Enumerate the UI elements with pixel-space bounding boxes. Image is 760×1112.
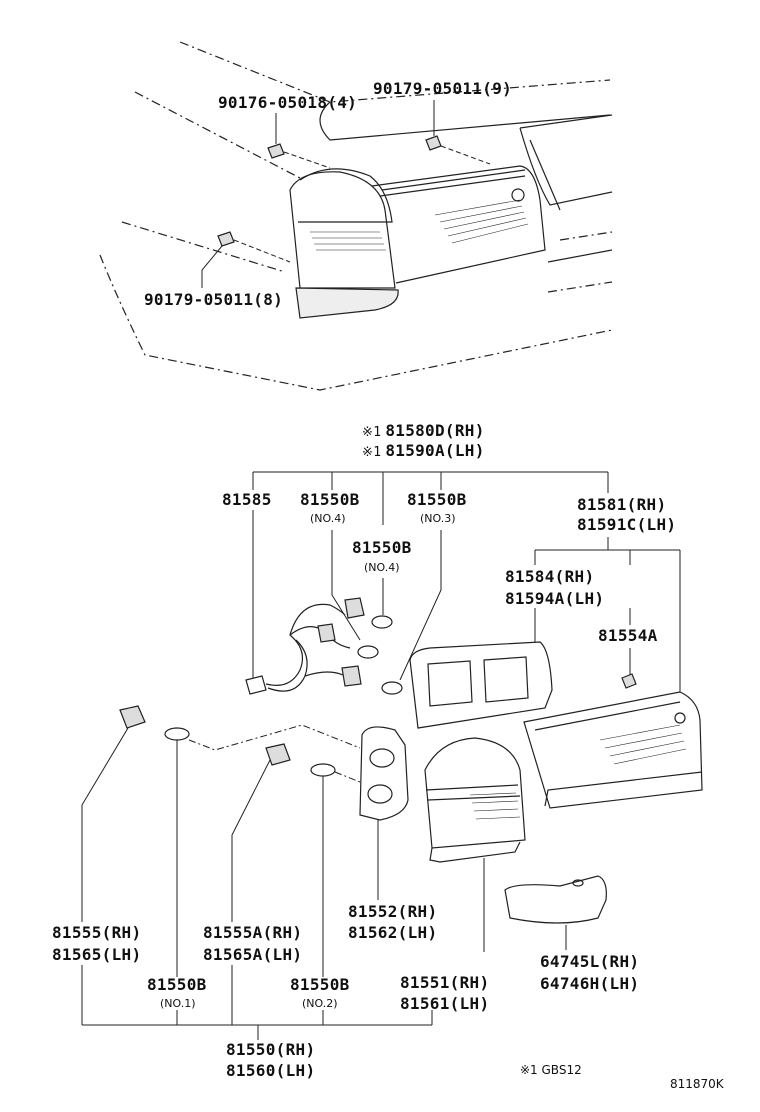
note-mark-1: ※1: [362, 425, 382, 440]
label-81591c: 81591C(LH): [577, 515, 677, 534]
label-81551: 81551(RH): [400, 973, 490, 992]
label-no2: (NO.2): [302, 997, 338, 1010]
label-no4-a: (NO.4): [310, 512, 346, 525]
label-90179-05011-9: 90179-05011(9): [373, 79, 513, 98]
wire-harness-81585: [245, 597, 403, 695]
label-81550b-no4-b: 81550B: [352, 538, 412, 557]
label-81550b-no2: 81550B: [290, 975, 350, 994]
label-81565: 81565(LH): [52, 945, 142, 964]
label-81590a-text: 81590A(LH): [385, 441, 485, 460]
label-81550b-no3: 81550B: [407, 490, 467, 509]
garnish-lens-81581: [523, 691, 703, 809]
installed-rear-lamp: [289, 165, 546, 319]
footnote: ※1 GBS12: [520, 1063, 582, 1077]
diagram-id: 811870K: [670, 1077, 724, 1091]
label-90179-05011-8: 90179-05011(8): [144, 290, 284, 309]
label-81594a: 81594A(LH): [505, 589, 605, 608]
label-81550b-no4-a: 81550B: [300, 490, 360, 509]
label-81554a: 81554A: [598, 626, 658, 645]
label-81562: 81562(LH): [348, 923, 438, 942]
top-leader-lines: [201, 100, 491, 288]
label-no1: (NO.1): [160, 997, 196, 1010]
lamp-base-81584: [409, 641, 553, 729]
bottom-bracket-lines: [81, 727, 567, 1040]
nut-81554a: [621, 673, 637, 689]
label-81580d-text: 81580D(RH): [385, 421, 485, 440]
label-81560: 81560(LH): [226, 1061, 316, 1080]
label-81550b-no1: 81550B: [147, 975, 207, 994]
vehicle-body-outline: [99, 41, 613, 391]
gasket-81552: [359, 726, 409, 821]
label-81555: 81555(RH): [52, 923, 142, 942]
lens-housing-81551: [424, 737, 526, 863]
label-81581: 81581(RH): [577, 495, 667, 514]
label-81584: 81584(RH): [505, 567, 595, 586]
label-no4-b: (NO.4): [364, 561, 400, 574]
label-64745l: 64745L(RH): [540, 952, 640, 971]
top-nuts: [217, 135, 442, 247]
label-90176-05018: 90176-05018(4): [218, 93, 358, 112]
label-81550: 81550(RH): [226, 1040, 316, 1059]
socket-and-bulbs-lower: [119, 705, 361, 783]
label-81585: 81585: [222, 490, 272, 509]
note-mark-2: ※1: [362, 445, 382, 460]
reflector-64745: [504, 875, 607, 924]
assembly-bracket-lines: [252, 471, 681, 695]
label-81565a: 81565A(LH): [203, 945, 303, 964]
label-81552: 81552(RH): [348, 902, 438, 921]
label-81555a: 81555A(RH): [203, 923, 303, 942]
label-81561: 81561(LH): [400, 994, 490, 1013]
label-no3: (NO.3): [420, 512, 456, 525]
label-64746h: 64746H(LH): [540, 974, 640, 993]
